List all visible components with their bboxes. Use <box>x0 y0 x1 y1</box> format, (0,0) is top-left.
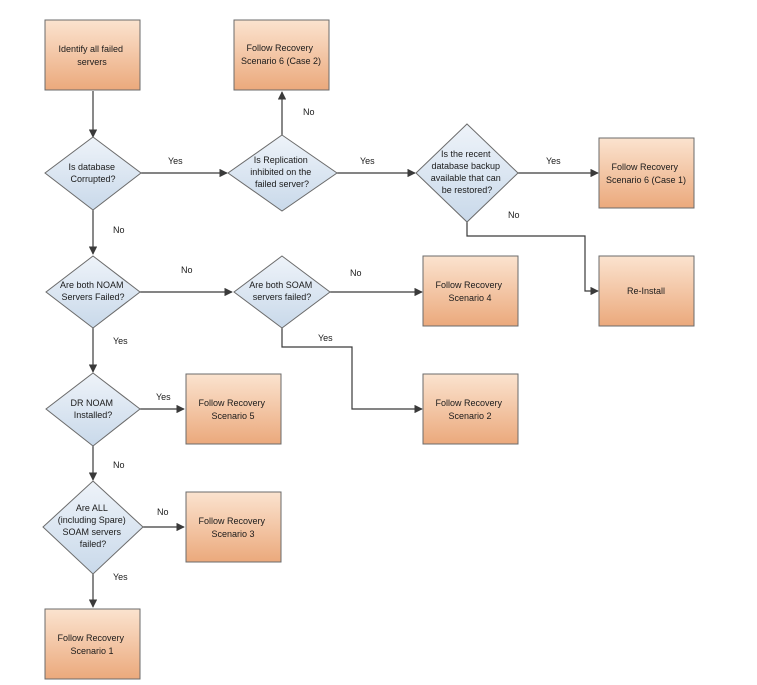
decision-dr-noam: DR NOAM Installed? <box>45 372 141 447</box>
label-soam-yes: Yes <box>318 333 333 343</box>
node-identify-text: Identify all failed servers <box>58 44 125 67</box>
label-db-yes: Yes <box>168 156 183 166</box>
node-scenario1-text: Follow Recovery Scenario 1 <box>57 633 126 656</box>
decision-db-corrupted-line-2: Corrupted? <box>70 174 115 184</box>
node-reinstall-text: Re-Install <box>627 286 665 296</box>
decision-both-noam-text: Are both NOAM Servers Failed? <box>60 280 126 302</box>
label-db-no: No <box>113 225 125 235</box>
decision-db-corrupted-text: Is database Corrupted? <box>68 162 117 184</box>
edge-soam-yes <box>281 328 423 414</box>
label-all-yes: Yes <box>113 572 128 582</box>
label-backup-yes: Yes <box>546 156 561 166</box>
node-identify: Identify all failed servers <box>44 19 141 91</box>
node-scenario5: Follow Recovery Scenario 5 <box>185 373 282 445</box>
node-scenario2-line-2: Scenario 2 <box>448 411 491 421</box>
node-scenario6-case1-text: Follow Recovery Scenario 6 (Case 1) <box>606 162 686 185</box>
decision-backup: Is the recent database backup available … <box>415 123 519 223</box>
node-scenario6-case1-line-1: Follow Recovery <box>611 162 678 172</box>
decision-dr-noam-text: DR NOAM Installed? <box>70 398 115 420</box>
decision-replication-line-2: inhibited on the <box>250 167 311 177</box>
decision-both-noam-line-2: Servers Failed? <box>61 292 124 302</box>
decision-all-soam-line-4: failed? <box>80 539 107 549</box>
label-repl-no: No <box>303 107 315 117</box>
label-repl-yes: Yes <box>360 156 375 166</box>
node-scenario3-line-2: Scenario 3 <box>211 529 254 539</box>
decision-db-corrupted-line-1: Is database <box>68 162 115 172</box>
decision-backup-line-1: Is the recent <box>441 149 491 159</box>
decision-both-noam: Are both NOAM Servers Failed? <box>45 255 141 329</box>
node-scenario6-case1: Follow Recovery Scenario 6 (Case 1) <box>598 137 695 209</box>
decision-dr-noam-line-2: Installed? <box>74 410 113 420</box>
label-noam-yes: Yes <box>113 336 128 346</box>
node-scenario6-case2-text: Follow Recovery Scenario 6 (Case 2) <box>241 43 321 66</box>
decision-all-soam-line-1: Are ALL <box>76 503 108 513</box>
node-reinstall: Re-Install <box>598 255 695 327</box>
node-scenario6-case1-line-2: Scenario 6 (Case 1) <box>606 175 686 185</box>
node-scenario6-case2-line-2: Scenario 6 (Case 2) <box>241 56 321 66</box>
decision-backup-line-3: available that can <box>431 173 501 183</box>
edge-backup-no <box>466 222 599 296</box>
decision-all-soam-text: Are ALL (including Spare) SOAM servers f… <box>58 503 129 549</box>
decision-both-soam-text: Are both SOAM servers failed? <box>249 280 315 302</box>
node-identify-line-1: Identify all failed <box>58 44 123 54</box>
decision-replication: Is Replication inhibited on the failed s… <box>227 134 338 212</box>
decision-both-noam-line-1: Are both NOAM <box>60 280 124 290</box>
node-scenario1: Follow Recovery Scenario 1 <box>44 608 141 680</box>
node-scenario1-line-2: Scenario 1 <box>70 646 113 656</box>
decision-replication-line-1: Is Replication <box>254 155 308 165</box>
node-scenario5-line-1: Follow Recovery <box>198 398 265 408</box>
node-scenario5-line-2: Scenario 5 <box>211 411 254 421</box>
decision-all-soam: Are ALL (including Spare) SOAM servers f… <box>42 480 144 575</box>
edge-labels: Yes No No Yes Yes No No Yes No Yes Yes N… <box>113 107 561 582</box>
decision-both-soam-line-1: Are both SOAM <box>249 280 312 290</box>
decision-db-corrupted: Is database Corrupted? <box>44 136 142 211</box>
label-all-no: No <box>157 507 169 517</box>
node-scenario3: Follow Recovery Scenario 3 <box>185 491 282 563</box>
decision-all-soam-line-2: (including Spare) <box>58 515 126 525</box>
node-scenario6-case2: Follow Recovery Scenario 6 (Case 2) <box>233 19 330 91</box>
node-reinstall-line-1: Re-Install <box>627 286 665 296</box>
node-scenario4: Follow Recovery Scenario 4 <box>422 255 519 327</box>
node-scenario2: Follow Recovery Scenario 2 <box>422 373 519 445</box>
connectors <box>88 91 599 608</box>
decision-both-soam: Are both SOAM servers failed? <box>233 255 331 329</box>
decision-backup-line-2: database backup <box>431 161 500 171</box>
node-scenario4-line-1: Follow Recovery <box>435 280 502 290</box>
node-scenario3-text: Follow Recovery Scenario 3 <box>198 516 267 539</box>
decision-backup-line-4: be restored? <box>442 185 493 195</box>
node-scenario2-text: Follow Recovery Scenario 2 <box>435 398 504 421</box>
decision-both-soam-line-2: servers failed? <box>253 292 312 302</box>
node-scenario3-line-1: Follow Recovery <box>198 516 265 526</box>
node-scenario2-line-1: Follow Recovery <box>435 398 502 408</box>
node-identify-line-2: servers <box>77 57 107 67</box>
node-scenario1-line-1: Follow Recovery <box>57 633 124 643</box>
decision-backup-text: Is the recent database backup available … <box>431 149 504 195</box>
label-dr-no: No <box>113 460 125 470</box>
label-dr-yes: Yes <box>156 392 171 402</box>
node-scenario5-text: Follow Recovery Scenario 5 <box>198 398 267 421</box>
label-soam-no: No <box>350 268 362 278</box>
node-scenario4-line-2: Scenario 4 <box>448 293 491 303</box>
decision-all-soam-line-3: SOAM servers <box>62 527 121 537</box>
decision-replication-line-3: failed server? <box>255 179 309 189</box>
node-scenario6-case2-line-1: Follow Recovery <box>246 43 313 53</box>
node-scenario4-text: Follow Recovery Scenario 4 <box>435 280 504 303</box>
label-noam-no: No <box>181 265 193 275</box>
decision-replication-text: Is Replication inhibited on the failed s… <box>250 155 314 189</box>
label-backup-no: No <box>508 210 520 220</box>
decision-dr-noam-line-1: DR NOAM <box>70 398 113 408</box>
